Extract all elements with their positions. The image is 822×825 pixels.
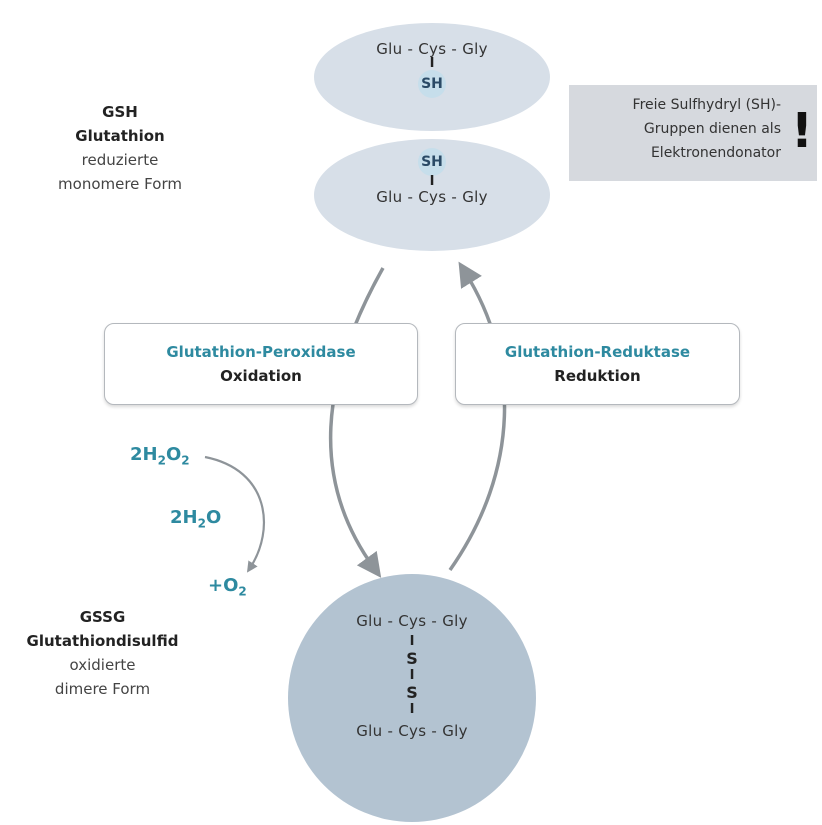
info-line: Elektronendonator xyxy=(650,145,781,161)
peroxidase-box: Glutathion-Peroxidase Oxidation xyxy=(104,323,418,405)
gssg-desc2: dimere Form xyxy=(54,680,151,698)
sulfhydryl-group: SH xyxy=(418,70,446,98)
h2o-h: 2H xyxy=(170,507,198,528)
gsh-label: GSH Glutathion reduzierte monomere Form xyxy=(10,100,230,196)
gsh-molecule-bottom: SH I Glu - Cys - Gly xyxy=(352,148,512,206)
h2o2-reaction-arrow xyxy=(204,455,266,573)
info-line: Gruppen dienen als xyxy=(643,121,781,137)
reductase-box: Glutathion-Reduktase Reduktion xyxy=(455,323,740,405)
exclamation-icon: ! xyxy=(791,103,813,159)
oxidation-label: Oxidation xyxy=(220,367,302,385)
info-line: Freie Sulfhydryl (SH)- xyxy=(632,97,781,113)
peptide-chain: Glu - Cys - Gly xyxy=(356,612,468,630)
disulfide-bond: I xyxy=(409,668,415,683)
peptide-chain: Glu - Cys - Gly xyxy=(356,722,468,740)
gssg-name: Glutathiondisulfid xyxy=(26,632,179,650)
sulfhydryl-group: SH xyxy=(418,148,446,176)
sulfur-atom: S xyxy=(406,683,418,702)
gssg-desc1: oxidierte xyxy=(69,656,136,674)
reductase-name: Glutathion-Reduktase xyxy=(504,343,691,361)
h2o-o: O xyxy=(205,507,222,528)
gsh-molecule-top: Glu - Cys - Gly I SH xyxy=(352,40,512,98)
info-box: Freie Sulfhydryl (SH)- Gruppen dienen al… xyxy=(569,85,817,181)
hydrogen-peroxide: 2H2O2 xyxy=(130,444,190,468)
h2o-sub: 2 xyxy=(197,516,206,531)
peroxidase-name: Glutathion-Peroxidase xyxy=(166,343,356,361)
reduction-arrow xyxy=(448,261,507,572)
h2o2-h: 2H xyxy=(130,444,158,465)
gssg-circle xyxy=(288,574,536,822)
water: 2H2O xyxy=(170,507,221,531)
reduction-label: Reduktion xyxy=(554,367,641,385)
gsh-desc2: monomere Form xyxy=(58,175,182,193)
bond-line: I xyxy=(429,174,435,189)
gsh-desc1: reduzierte xyxy=(81,151,159,169)
info-text: Freie Sulfhydryl (SH)- Gruppen dienen al… xyxy=(581,93,781,165)
oxygen: +O2 xyxy=(208,575,247,599)
gssg-abbr: GSSG xyxy=(79,608,126,626)
gsh-abbr: GSH xyxy=(102,103,138,121)
o2-sub: 2 xyxy=(238,584,247,599)
o2-o: +O xyxy=(208,575,239,596)
peptide-chain: Glu - Cys - Gly xyxy=(376,40,488,58)
gsh-name: Glutathion xyxy=(75,127,165,145)
bond-line: I xyxy=(409,702,415,717)
peptide-chain: Glu - Cys - Gly xyxy=(376,188,488,206)
gssg-label: GSSG Glutathiondisulfid oxidierte dimere… xyxy=(0,605,205,701)
bond-line: I xyxy=(429,56,435,71)
bond-line: I xyxy=(409,634,415,649)
h2o2-sub2: 2 xyxy=(181,453,190,468)
sulfur-atom: S xyxy=(406,649,418,668)
h2o2-o: O xyxy=(165,444,182,465)
oxidation-arrow xyxy=(328,267,385,578)
gsh-bottom-ellipse xyxy=(314,139,550,251)
h2o2-sub: 2 xyxy=(157,453,166,468)
gssg-molecule: Glu - Cys - Gly I S I S I Glu - Cys - Gl… xyxy=(332,612,492,740)
